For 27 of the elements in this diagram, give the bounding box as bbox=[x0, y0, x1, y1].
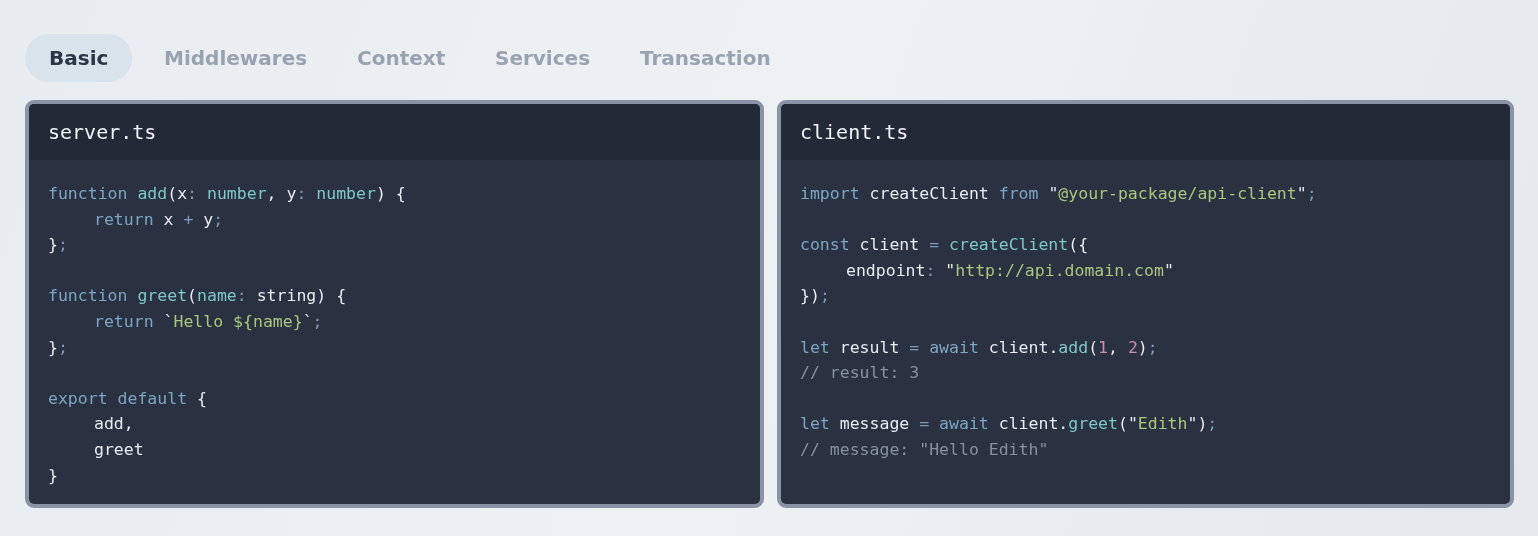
code-line: // result: 3 bbox=[800, 362, 920, 385]
code-line: let result = await client.add(1, 2); bbox=[800, 336, 1158, 359]
code-line: return `Hello ${name}`; bbox=[94, 311, 323, 333]
code-line: }; bbox=[48, 234, 68, 257]
tab-button: Context bbox=[333, 34, 470, 82]
code-panel bbox=[777, 100, 1514, 508]
code-line: }; bbox=[48, 336, 68, 359]
code-line: greet bbox=[94, 439, 144, 461]
code-panel bbox=[25, 100, 764, 508]
tab-button: Services bbox=[471, 34, 615, 82]
code-line: const client = createClient({ bbox=[800, 234, 1089, 257]
file-name: client.ts bbox=[800, 120, 909, 144]
code-line: return x + y; bbox=[94, 208, 224, 231]
code-line: }); bbox=[800, 285, 830, 308]
code-line: endpoint: "http://api.domain.com" bbox=[846, 259, 1174, 282]
tab-button: Basic bbox=[25, 34, 133, 82]
file-name: server.ts bbox=[48, 120, 157, 144]
code-line: function add(x: number, y: number) { bbox=[48, 183, 406, 205]
code-line: import createClient from "@your-package/api-client"; bbox=[800, 183, 1317, 205]
code-line: add, bbox=[94, 413, 134, 436]
code-line: // message: "Hello Edith" bbox=[800, 439, 1049, 461]
code-line: let message = await client.greet("Edith"); bbox=[800, 413, 1218, 436]
code-line: export default { bbox=[48, 387, 207, 410]
tab-button: Middlewares bbox=[140, 34, 332, 82]
tab-button: Transaction bbox=[616, 34, 795, 82]
code-line: function greet(name: string) { bbox=[48, 285, 347, 308]
code-line: } bbox=[48, 464, 58, 487]
